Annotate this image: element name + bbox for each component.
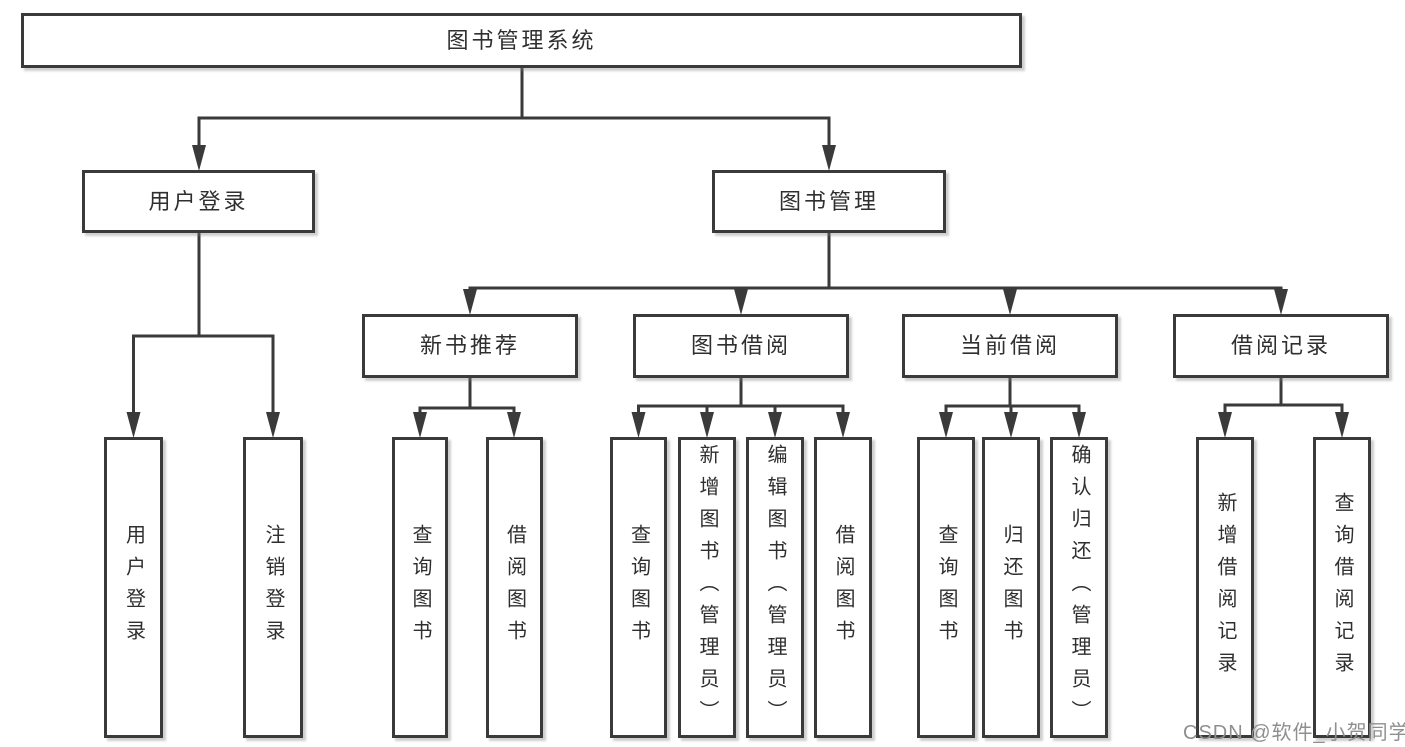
node-label: 图书管理系统 <box>446 27 597 53</box>
leaf-current-query-books: 查询图书 <box>917 437 975 738</box>
leaf-recommend-borrow-books: 借阅图书 <box>486 437 543 738</box>
leaf-records-query-record: 查询借阅记录 <box>1313 437 1371 738</box>
connector-root-to-level2 <box>197 68 831 146</box>
arrowhead <box>734 289 748 315</box>
node-label: 借阅记录 <box>1230 333 1331 358</box>
node-label: 借阅图书 <box>503 523 526 652</box>
arrowhead <box>126 412 141 438</box>
leaf-user-login: 用户登录 <box>104 437 163 738</box>
leaf-current-confirm-return-admin: 确认归还（管理员） <box>1050 437 1108 738</box>
connector-records-to-leaves <box>1223 378 1344 414</box>
arrowhead <box>1072 412 1086 438</box>
leaf-current-return-books: 归还图书 <box>982 437 1040 738</box>
leaf-logout: 注销登录 <box>243 437 303 738</box>
arrowhead <box>266 412 280 438</box>
node-label: 图书借阅 <box>690 333 791 358</box>
node-user-login: 用户登录 <box>82 170 315 233</box>
leaf-records-add-record: 新增借阅记录 <box>1196 437 1254 738</box>
node-current-borrow: 当前借阅 <box>902 314 1118 378</box>
node-label: 用户登录 <box>122 523 145 652</box>
leaf-borrow-query-books: 查询图书 <box>610 437 667 738</box>
node-label: 用户登录 <box>148 188 249 214</box>
arrowhead <box>700 412 714 438</box>
arrowhead <box>631 412 646 438</box>
node-label: 新增图书（管理员） <box>696 443 718 732</box>
arrowhead <box>1218 412 1232 438</box>
node-root: 图书管理系统 <box>21 13 1022 68</box>
arrowhead <box>836 412 850 438</box>
node-label: 编辑图书（管理员） <box>764 443 786 732</box>
connector-user-login-to-leaves <box>132 233 275 413</box>
node-label: 新书推荐 <box>419 333 520 358</box>
node-new-book-recommend: 新书推荐 <box>362 314 578 378</box>
node-book-management: 图书管理 <box>712 170 946 233</box>
arrowhead <box>413 412 427 438</box>
connector-recommend-to-leaves <box>418 378 516 414</box>
node-book-borrow: 图书借阅 <box>633 314 849 378</box>
node-label: 注销登录 <box>262 523 284 652</box>
arrowhead <box>1004 412 1018 438</box>
node-label: 图书管理 <box>778 188 879 214</box>
node-label: 新增借阅记录 <box>1214 491 1236 684</box>
node-label: 查询图书 <box>627 523 650 652</box>
leaf-borrow-borrow-books: 借阅图书 <box>814 437 872 738</box>
node-label: 查询图书 <box>935 523 957 652</box>
node-label: 确认归还（管理员） <box>1068 443 1090 732</box>
arrowhead <box>507 412 521 438</box>
leaf-recommend-query-books: 查询图书 <box>392 437 448 738</box>
leaf-borrow-add-books-admin: 新增图书（管理员） <box>678 437 736 738</box>
arrowhead <box>192 145 206 171</box>
arrowhead <box>822 145 836 171</box>
node-label: 归还图书 <box>1000 523 1022 652</box>
node-label: 借阅图书 <box>832 523 854 652</box>
arrowhead <box>939 412 953 438</box>
arrowhead <box>1003 289 1017 315</box>
arrowhead <box>1335 412 1349 438</box>
connector-book-management-to-level3 <box>468 233 1283 292</box>
connector-borrow-to-leaves <box>637 378 845 414</box>
arrowhead <box>1274 289 1288 315</box>
node-borrow-records: 借阅记录 <box>1173 314 1389 378</box>
watermark: CSDN @软件_小贺同学 <box>1183 722 1405 744</box>
connector-current-to-leaves <box>944 378 1081 414</box>
node-label: 当前借阅 <box>959 333 1060 358</box>
node-label: 查询图书 <box>409 523 431 652</box>
arrowhead <box>768 412 782 438</box>
leaf-borrow-edit-books-admin: 编辑图书（管理员） <box>746 437 804 738</box>
arrowhead <box>463 289 477 315</box>
node-label: 查询借阅记录 <box>1331 491 1353 684</box>
